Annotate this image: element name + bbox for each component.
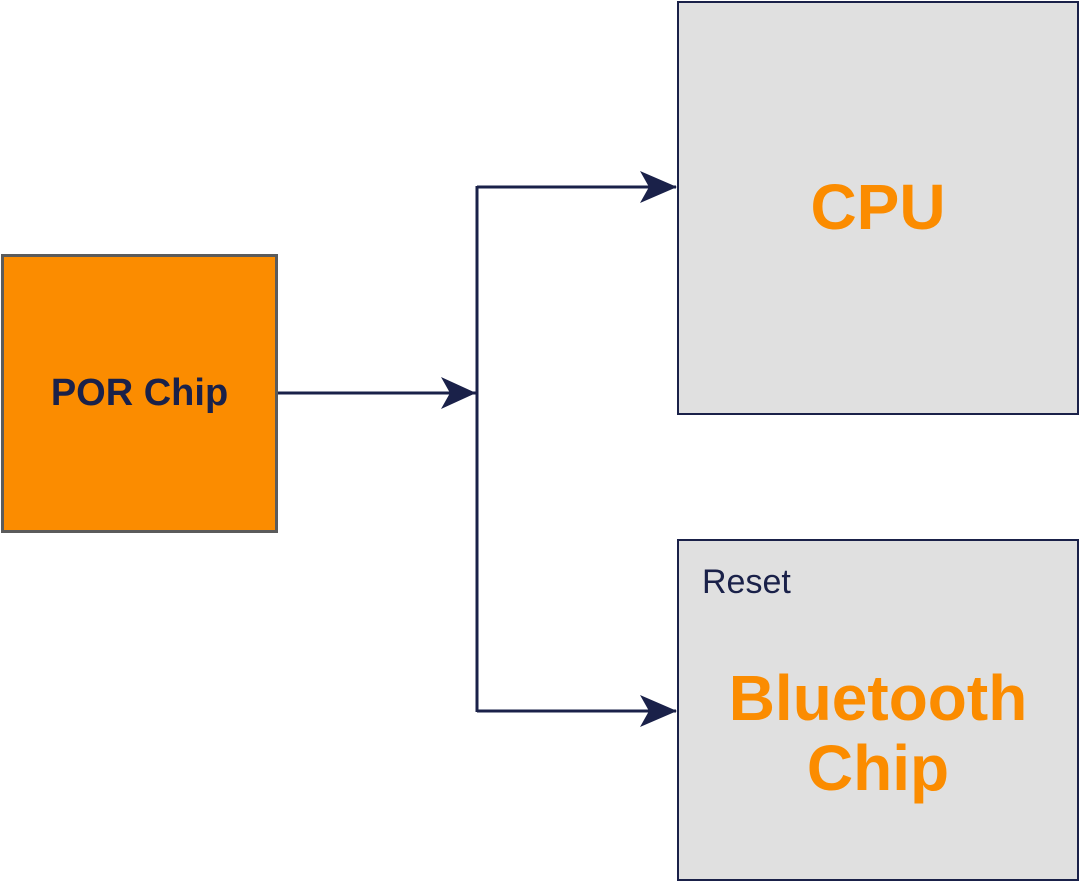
cpu-label: CPU bbox=[810, 171, 946, 243]
bluetooth-input-arrowhead bbox=[640, 695, 677, 727]
por-output-arrowhead bbox=[441, 377, 476, 409]
bluetooth-chip-label: Bluetooth Chip bbox=[679, 663, 1077, 803]
bluetooth-chip-node: Reset Bluetooth Chip bbox=[677, 539, 1079, 881]
por-chip-node: POR Chip bbox=[1, 254, 278, 533]
cpu-node: CPU bbox=[677, 1, 1079, 415]
cpu-input-arrowhead bbox=[640, 171, 677, 203]
bluetooth-chip-label-line1: Bluetooth bbox=[728, 662, 1028, 734]
por-chip-label: POR Chip bbox=[50, 372, 229, 414]
bluetooth-chip-label-line2: Chip bbox=[806, 732, 950, 804]
reset-pin-label: Reset bbox=[702, 563, 791, 601]
